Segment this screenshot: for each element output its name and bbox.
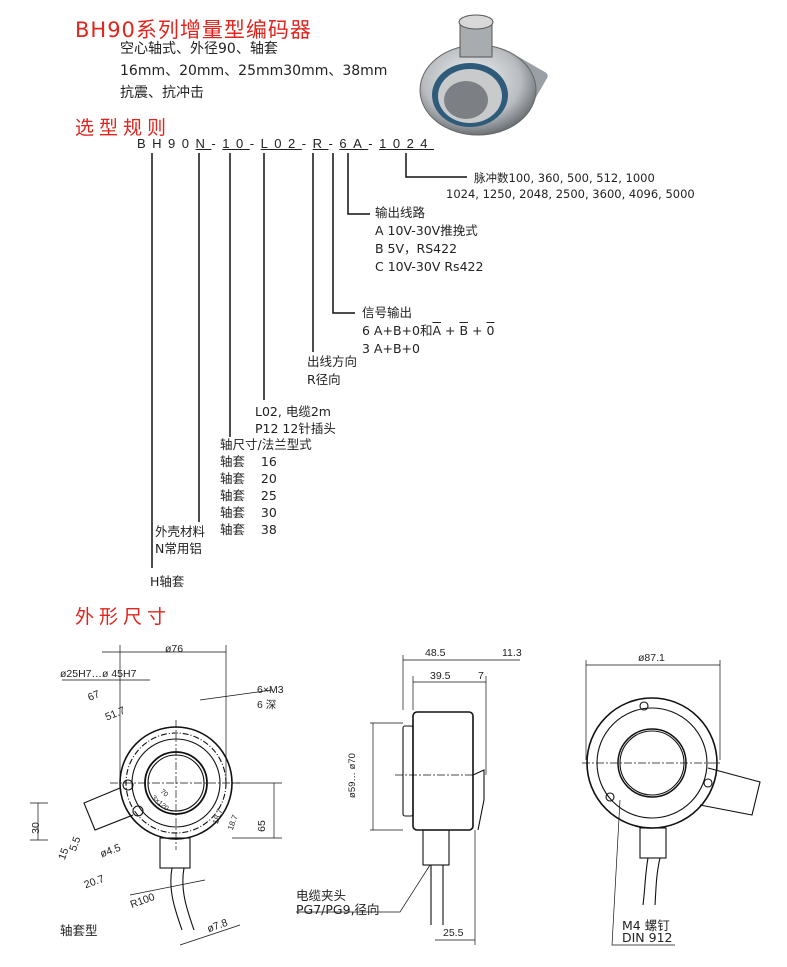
dim-d485: 48.5: [425, 647, 446, 659]
gland-label-1: 电缆夹头: [296, 888, 347, 903]
gland-label-2: PG7/PG9,径向: [296, 902, 380, 917]
rear-view-drawing: [582, 660, 761, 946]
shaft-size: 38: [260, 522, 277, 537]
signal-0-bar: 0: [486, 323, 495, 338]
output-circuit-title: 输出线路: [375, 205, 426, 220]
dim-holes-depth: 6 深: [257, 699, 277, 711]
signal-prefix: 6 A+B+0和: [362, 323, 433, 338]
shaft-row: 轴套 30: [220, 504, 312, 521]
shaft-label: 轴套: [220, 471, 246, 486]
shaft-size: 30: [260, 505, 277, 520]
dim-d113: 11.3: [502, 647, 522, 659]
code-segment: 6: [339, 136, 354, 151]
selection-tree-lines: [151, 153, 467, 568]
front-view-caption: 轴套型: [60, 923, 98, 938]
selection-rules-heading: 选型规则: [75, 117, 172, 139]
shaft-row: 轴套 16: [220, 453, 312, 470]
code-segment: -: [301, 136, 313, 151]
pulse-line-1: 脉冲数100, 360, 500, 512, 1000: [474, 171, 655, 185]
outlet-direction-title: 出线方向: [307, 354, 358, 369]
output-option: C 10V-30V Rs422: [375, 259, 484, 274]
dim-d395: 39.5: [430, 670, 451, 682]
page-title: BH90系列增量型编码器: [75, 18, 312, 42]
type-value: H轴套: [150, 574, 185, 589]
front-view-drawing: [30, 645, 282, 946]
pulse-line-2: 1024, 1250, 2048, 2500, 3600, 4096, 5000: [446, 187, 695, 201]
signal-output-title: 信号输出: [362, 305, 413, 320]
shaft-label: 轴套: [220, 454, 246, 469]
code-segment: R: [312, 136, 329, 151]
connection-option: P12 12针插头: [255, 421, 336, 436]
connection-option: L02, 电缆2m: [255, 404, 331, 419]
housing-value: N常用铝: [155, 541, 202, 556]
model-code: BH90N-10-L02-R-6A-1024: [137, 136, 434, 151]
shaft-row: 轴套 20: [220, 470, 312, 487]
signal-output-group: 信号输出 6 A+B+0和A + B + 0 3 A+B+0: [362, 304, 494, 358]
screw-label-1: M4 螺钉: [622, 918, 670, 933]
shaft-label: 轴套: [220, 522, 246, 537]
output-option: A 10V-30V推挽式: [375, 223, 478, 238]
outlet-direction-group: 出线方向 R径向: [307, 353, 357, 389]
feature-line: 抗震、抗冲击: [120, 85, 204, 101]
shaft-row: 轴套 25: [220, 487, 312, 504]
shaft-size: 16: [260, 454, 277, 469]
shaft-label: 轴套: [220, 488, 246, 503]
dim-holes: 6×M3: [257, 684, 284, 696]
screw-label-2: DIN 912: [622, 930, 673, 945]
code-segment: -: [211, 136, 223, 151]
dimensions-heading: 外形尺寸: [75, 606, 172, 628]
dim-d7: 7: [478, 670, 484, 682]
code-segment: 1024: [379, 136, 435, 151]
dim-d65: 65: [255, 820, 268, 832]
dim-d30: 30: [29, 822, 42, 834]
code-segment: -: [368, 136, 380, 151]
dim-bore: ø25H7…ø 45H7: [60, 668, 137, 680]
feature-line: 空心轴式、外径90、轴套: [120, 41, 278, 57]
signal-line-6: 6 A+B+0和A + B + 0: [362, 323, 495, 338]
dim-d871: ø87.1: [638, 652, 665, 664]
code-segment: L02: [260, 136, 302, 151]
shaft-title: 轴尺寸/法兰型式: [220, 437, 312, 452]
dim-d255: 25.5: [443, 927, 464, 939]
feature-list: 空心轴式、外径90、轴套 16mm、20mm、25mm30mm、38mm 抗震、…: [120, 38, 387, 104]
signal-b-bar: B: [459, 323, 469, 338]
code-segment: N: [195, 136, 212, 151]
shaft-size: 20: [260, 471, 277, 486]
shaft-label: 轴套: [220, 505, 246, 520]
shaft-row: 轴套 38: [220, 521, 312, 538]
signal-line-3: 3 A+B+0: [362, 341, 420, 356]
code-segment: -: [249, 136, 261, 151]
shaft-group: 轴尺寸/法兰型式 轴套 16 轴套 20 轴套 25 轴套 30 轴套 38: [220, 436, 312, 538]
code-segment: 10: [222, 136, 250, 151]
code-segment: -: [328, 136, 340, 151]
connection-group: L02, 电缆2m P12 12针插头: [255, 403, 336, 437]
output-option: B 5V，RS422: [375, 241, 458, 256]
dim-diameter-range: ø59… ø70: [346, 753, 358, 798]
feature-line: 16mm、20mm、25mm30mm、38mm: [120, 63, 388, 79]
housing-title: 外壳材料: [155, 524, 206, 539]
code-segment: A: [353, 136, 369, 151]
dim-d76: ø76: [165, 643, 184, 655]
code-segment: BH90: [137, 136, 196, 151]
outlet-direction-value: R径向: [307, 372, 341, 387]
shaft-size: 25: [260, 488, 277, 503]
signal-a-bar: A: [432, 323, 442, 338]
side-view-drawing: [296, 655, 520, 945]
output-circuit-group: 输出线路 A 10V-30V推挽式 B 5V，RS422 C 10V-30V R…: [375, 204, 483, 276]
